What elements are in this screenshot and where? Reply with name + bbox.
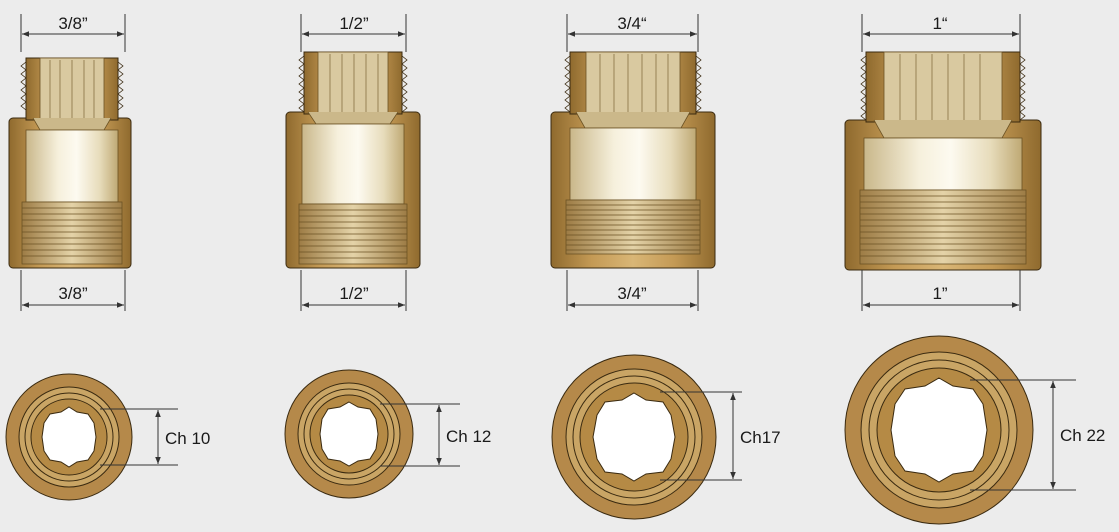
bottom-size-label: 3/4”	[617, 284, 647, 303]
hex-bore	[592, 392, 676, 482]
fitting-3: 3/4“	[550, 14, 781, 520]
bottom-size-label: 1/2”	[339, 284, 369, 303]
top-size-label: 3/4“	[617, 14, 647, 33]
top-dimension-4: 1“	[861, 14, 1021, 52]
wrench-size-label: Ch 12	[446, 427, 491, 446]
bottom-dimension-4: 1”	[861, 270, 1021, 311]
fitting-4: 1“	[844, 14, 1105, 525]
fitting-end-view-1: Ch 10	[5, 373, 210, 501]
top-size-label: 1“	[932, 14, 947, 33]
top-dimension-1: 3/8”	[20, 14, 126, 52]
fitting-side-view-2	[285, 51, 421, 269]
bottom-dimension-1: 3/8”	[20, 270, 126, 311]
bottom-dimension-2: 1/2”	[300, 270, 407, 311]
fitting-side-view-1	[8, 57, 132, 269]
hex-bore	[890, 377, 988, 483]
top-dimension-3: 3/4“	[566, 14, 699, 52]
top-size-label: 1/2”	[339, 14, 369, 33]
wrench-size-label: Ch 22	[1060, 426, 1105, 445]
fitting-1: 3/8”	[5, 14, 210, 501]
top-dimension-2: 1/2”	[300, 14, 407, 52]
fitting-side-view-3	[550, 51, 716, 269]
top-size-label: 3/8”	[58, 14, 88, 33]
wrench-size-label: Ch17	[740, 428, 781, 447]
hex-bore	[41, 406, 97, 468]
fitting-end-view-2: Ch 12	[284, 369, 491, 499]
bottom-size-label: 3/8”	[58, 284, 88, 303]
fitting-end-view-3: Ch17	[551, 354, 781, 520]
fitting-end-view-4: Ch 22	[844, 335, 1105, 525]
fitting-2: 1/2”	[284, 14, 491, 499]
fitting-side-view-4	[844, 51, 1042, 271]
hex-bore	[319, 401, 379, 467]
wrench-size-label: Ch 10	[165, 429, 210, 448]
bottom-size-label: 1”	[932, 284, 947, 303]
bottom-dimension-3: 3/4”	[566, 270, 699, 311]
